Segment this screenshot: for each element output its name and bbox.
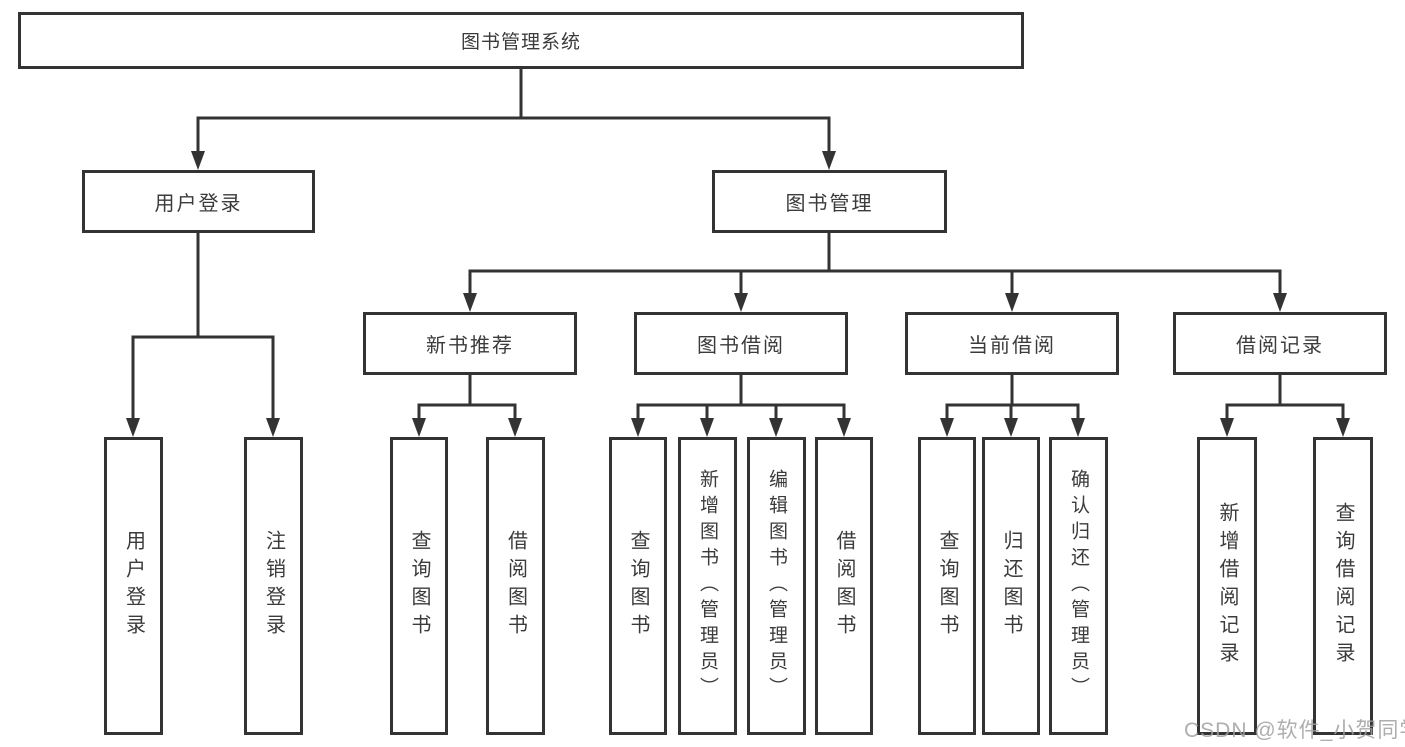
leaf-label: 新增图书（管理员） <box>697 469 718 703</box>
node-label: 图书借阅 <box>697 335 785 357</box>
node-book-borrowing: 图书借阅 <box>634 312 848 375</box>
node-label: 图书管理系统 <box>460 32 581 53</box>
node-user-login: 用户登录 <box>82 170 315 233</box>
leaf-label: 注销登录 <box>262 530 285 642</box>
node-label: 图书管理 <box>785 193 874 215</box>
connector-records-children <box>1220 375 1350 437</box>
leaf-current-query-books: 查询图书 <box>918 437 976 735</box>
connector-borrowing-children <box>631 375 851 437</box>
leaf-borrowing-query-books: 查询图书 <box>609 437 667 735</box>
leaf-user-login: 用户登录 <box>104 437 163 735</box>
leaf-logout: 注销登录 <box>244 437 303 735</box>
node-label: 用户登录 <box>154 193 243 215</box>
leaf-current-return-books: 归还图书 <box>982 437 1040 735</box>
leaf-label: 查询图书 <box>627 530 649 642</box>
leaf-label: 查询借阅记录 <box>1332 502 1354 670</box>
leaf-borrowing-edit-books-admin: 编辑图书（管理员） <box>747 437 806 735</box>
node-borrowing-records: 借阅记录 <box>1173 312 1387 375</box>
leaf-records-query-record: 查询借阅记录 <box>1313 437 1373 735</box>
leaf-label: 归还图书 <box>1000 530 1022 642</box>
node-library-management-system: 图书管理系统 <box>18 12 1024 69</box>
leaf-records-add-record: 新增借阅记录 <box>1197 437 1257 735</box>
connector-root-to-level1 <box>191 68 836 170</box>
node-label: 借阅记录 <box>1236 335 1324 357</box>
leaf-current-confirm-return-admin: 确认归还（管理员） <box>1049 437 1108 735</box>
leaf-label: 借阅图书 <box>833 530 855 642</box>
leaf-newbook-query-books: 查询图书 <box>390 437 448 735</box>
node-label: 新书推荐 <box>426 335 514 357</box>
leaf-newbook-borrow-books: 借阅图书 <box>486 437 545 735</box>
connector-new-book-children <box>412 375 522 437</box>
leaf-borrowing-borrow-books: 借阅图书 <box>815 437 873 735</box>
node-new-book-recommend: 新书推荐 <box>363 312 577 375</box>
node-current-borrowing: 当前借阅 <box>905 312 1119 375</box>
leaf-label: 用户登录 <box>122 530 145 642</box>
leaf-label: 查询图书 <box>408 530 430 642</box>
connector-current-children <box>940 375 1085 437</box>
leaf-label: 新增借阅记录 <box>1216 502 1238 670</box>
leaf-borrowing-add-books-admin: 新增图书（管理员） <box>678 437 737 735</box>
node-book-management: 图书管理 <box>712 170 947 233</box>
leaf-label: 确认归还（管理员） <box>1068 469 1089 703</box>
leaf-label: 编辑图书（管理员） <box>766 469 787 703</box>
connector-user-login-children <box>126 233 280 437</box>
node-label: 当前借阅 <box>968 335 1056 357</box>
leaf-label: 借阅图书 <box>504 530 527 642</box>
connector-book-mgmt-children <box>463 233 1287 312</box>
leaf-label: 查询图书 <box>936 530 958 642</box>
